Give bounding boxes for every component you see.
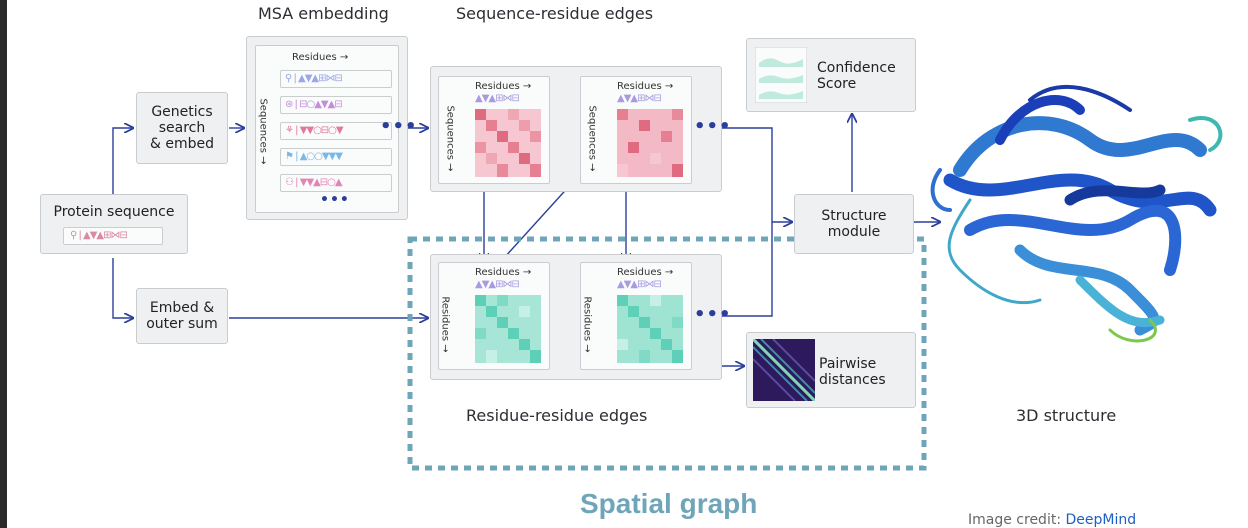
msa-row: ⚇ | ▼▼▲⊟○▲ (280, 174, 392, 192)
seqres-matrix-2: Residues → Sequences → ▲▼▲⊞⋈⊟ (580, 76, 692, 184)
msa-more-dots: ••• (320, 192, 350, 208)
arrow-res-to-structure (722, 222, 773, 317)
protein-sequence-box: Protein sequence ⚲ | ▲▼▲⊞⋈⊟ (40, 194, 188, 254)
seqres-heatmap-2 (617, 109, 683, 177)
resres-matrix-1: Residues → Residues → ▲▼▲⊞⋈⊟ (438, 262, 550, 370)
protein-sequence-label: Protein sequence (53, 204, 175, 220)
msa-row: ⚘ | ▼▼○⊟○▼ (280, 122, 392, 140)
msa-embedding-panel: Residues → Sequences → ⚲ | ▲▼▲⊞⋈⊟ ⊛ | ⊟○… (246, 36, 408, 220)
confidence-chart-icon (755, 47, 807, 103)
structure-line1: Structure (821, 208, 887, 224)
resres-residues-vertical-label: Residues → (581, 296, 593, 353)
arrow-seq-to-structure (722, 127, 792, 222)
credit-prefix: Image credit: (968, 512, 1066, 528)
resres-residues-label: Residues → (475, 267, 532, 278)
pairwise-line2: distances (819, 372, 886, 388)
msa-heading: MSA embedding (258, 4, 389, 23)
resres-heading: Residue-residue edges (466, 406, 648, 425)
confidence-line2: Score (817, 76, 857, 92)
pairwise-distances-box: Pairwise distances (746, 332, 916, 408)
seqres-glyph-row: ▲▼▲⊞⋈⊟ (475, 93, 520, 104)
resres-residues-vertical-label: Residues → (439, 296, 451, 353)
confidence-score-box: Confidence Score (746, 38, 916, 112)
msa-residues-label: Residues → (292, 52, 349, 63)
seqres-heatmap-1 (475, 109, 541, 177)
genetics-search-box: Genetics search & embed (136, 92, 228, 164)
structure-line2: module (827, 224, 881, 240)
genetics-line1: Genetics (151, 104, 213, 120)
seqres-matrix-1: Residues → Sequences → ▲▼▲⊞⋈⊟ (438, 76, 550, 184)
genetics-line3: & embed (149, 136, 214, 152)
credit-link[interactable]: DeepMind (1065, 512, 1137, 528)
resres-glyph-row: ▲▼▲⊞⋈⊟ (475, 279, 520, 290)
distance-map-icon (753, 339, 815, 401)
msa-row: ⚲ | ▲▼▲⊞⋈⊟ (280, 70, 392, 88)
resres-heatmap-1 (475, 295, 541, 363)
embed-outer-sum-box: Embed & outer sum (136, 288, 228, 344)
embed-line2: outer sum (146, 316, 218, 332)
seqres-glyph-row: ▲▼▲⊞⋈⊟ (617, 93, 662, 104)
structure-module-box: Structure module (794, 194, 914, 254)
msa-inner: Residues → Sequences → ⚲ | ▲▼▲⊞⋈⊟ ⊛ | ⊟○… (255, 45, 399, 213)
resres-matrix-2: Residues → Residues → ▲▼▲⊞⋈⊟ (580, 262, 692, 370)
arrow-to-embed (112, 258, 133, 318)
seqres-continue-dots: ••• (694, 116, 732, 137)
pairwise-line1: Pairwise (819, 356, 877, 372)
embed-line1: Embed & (149, 300, 215, 316)
msa-sequences-label: Sequences → (257, 98, 269, 165)
msa-row: ⊛ | ⊟○▲▼▲⊟ (280, 96, 392, 114)
sequence-glyphs: ⚲ | ▲▼▲⊞⋈⊟ (70, 230, 128, 241)
protein-sequence-strip: ⚲ | ▲▼▲⊞⋈⊟ (63, 227, 163, 245)
arrow-to-genetics (112, 128, 133, 195)
resres-heatmap-2 (617, 295, 683, 363)
structure-3d-heading: 3D structure (1016, 406, 1117, 425)
seqres-heading: Sequence-residue edges (456, 4, 654, 23)
protein-structure-image (930, 84, 1223, 343)
msa-continue-dots: ••• (380, 116, 418, 137)
confidence-line1: Confidence (817, 60, 896, 76)
seqres-sequences-label: Sequences → (444, 105, 456, 172)
resres-glyph-row: ▲▼▲⊞⋈⊟ (617, 279, 662, 290)
genetics-line2: search (158, 120, 206, 136)
window-edge (0, 0, 7, 528)
msa-row: ⚑ | ▲○○▼▼▼ (280, 148, 392, 166)
seqres-residues-label: Residues → (617, 81, 674, 92)
image-credit: Image credit: DeepMind (968, 512, 1136, 528)
seqres-sequences-label: Sequences → (586, 105, 598, 172)
spatial-graph-border (407, 236, 927, 471)
spatial-graph-label: Spatial graph (580, 488, 758, 519)
seqres-residues-label: Residues → (475, 81, 532, 92)
resres-continue-dots: ••• (694, 304, 732, 325)
resres-residues-label: Residues → (617, 267, 674, 278)
